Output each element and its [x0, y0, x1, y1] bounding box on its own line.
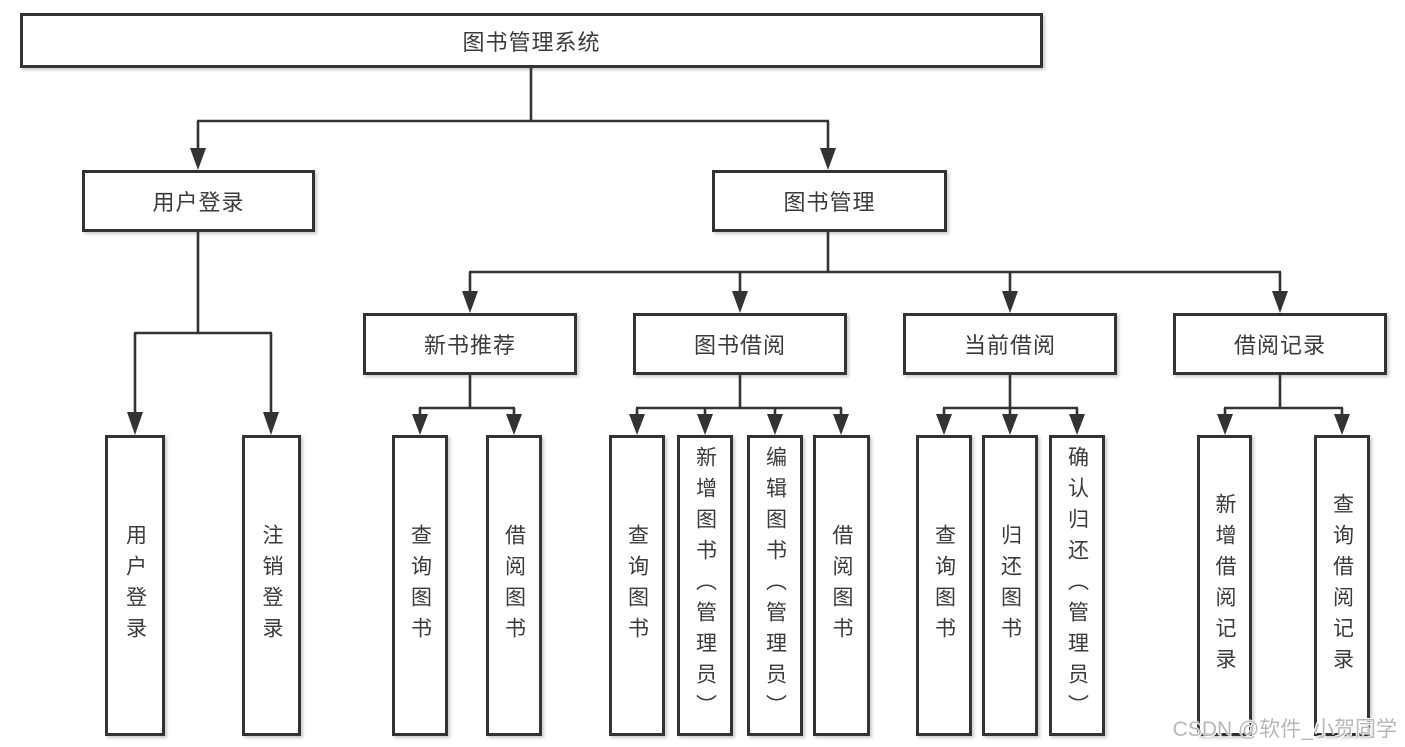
leaf-return-books: 归还图书 [982, 435, 1038, 736]
node-root: 图书管理系统 [20, 13, 1043, 68]
leaf-edit-book-admin: 编辑图书（管理员） [747, 435, 803, 736]
leaf-newbook-query-books: 查询图书 [392, 435, 448, 736]
node-current-borrow: 当前借阅 [903, 313, 1117, 375]
leaf-borrow-borrow-books: 借阅图书 [813, 435, 870, 736]
node-user-login-label: 用户登录 [152, 190, 245, 215]
node-new-book-recommend: 新书推荐 [363, 313, 577, 375]
node-borrow-records: 借阅记录 [1173, 313, 1387, 375]
leaf-logout-label: 注销登录 [260, 523, 283, 648]
leaf-add-borrow-record-label: 新增借阅记录 [1213, 492, 1236, 679]
leaf-user-login: 用户登录 [105, 435, 165, 736]
node-current-borrow-label: 当前借阅 [963, 333, 1056, 358]
leaf-return-books-label: 归还图书 [998, 523, 1022, 648]
node-borrow-records-label: 借阅记录 [1233, 333, 1326, 358]
leaf-borrow-query-books: 查询图书 [609, 435, 665, 736]
node-book-borrow-label: 图书借阅 [693, 333, 786, 358]
leaf-confirm-return-admin: 确认归还（管理员） [1049, 435, 1105, 736]
node-book-borrow: 图书借阅 [633, 313, 847, 375]
leaf-confirm-return-admin-label: 确认归还（管理员） [1065, 446, 1089, 725]
node-new-book-recommend-label: 新书推荐 [423, 333, 516, 358]
leaf-current-query-books-label: 查询图书 [932, 523, 956, 648]
leaf-add-book-admin-label: 新增图书（管理员） [693, 446, 717, 725]
node-book-management-label: 图书管理 [783, 190, 876, 215]
leaf-newbook-query-books-label: 查询图书 [408, 523, 432, 648]
leaf-newbook-borrow-books: 借阅图书 [486, 435, 542, 736]
leaf-logout: 注销登录 [242, 435, 301, 736]
leaf-user-login-label: 用户登录 [123, 523, 147, 648]
leaf-edit-book-admin-label: 编辑图书（管理员） [763, 446, 787, 725]
leaf-query-borrow-record-label: 查询借阅记录 [1330, 492, 1354, 679]
leaf-newbook-borrow-books-label: 借阅图书 [502, 523, 526, 648]
leaf-add-borrow-record: 新增借阅记录 [1197, 435, 1252, 736]
leaf-borrow-borrow-books-label: 借阅图书 [830, 523, 853, 648]
leaf-query-borrow-record: 查询借阅记录 [1314, 435, 1370, 736]
leaf-add-book-admin: 新增图书（管理员） [677, 435, 733, 736]
csdn-watermark: CSDN @软件_小贺同学 [1172, 718, 1397, 741]
leaf-borrow-query-books-label: 查询图书 [625, 523, 649, 648]
node-root-label: 图书管理系统 [462, 29, 601, 55]
node-user-login: 用户登录 [82, 170, 315, 232]
node-book-management: 图书管理 [712, 170, 947, 232]
leaf-current-query-books: 查询图书 [916, 435, 972, 736]
